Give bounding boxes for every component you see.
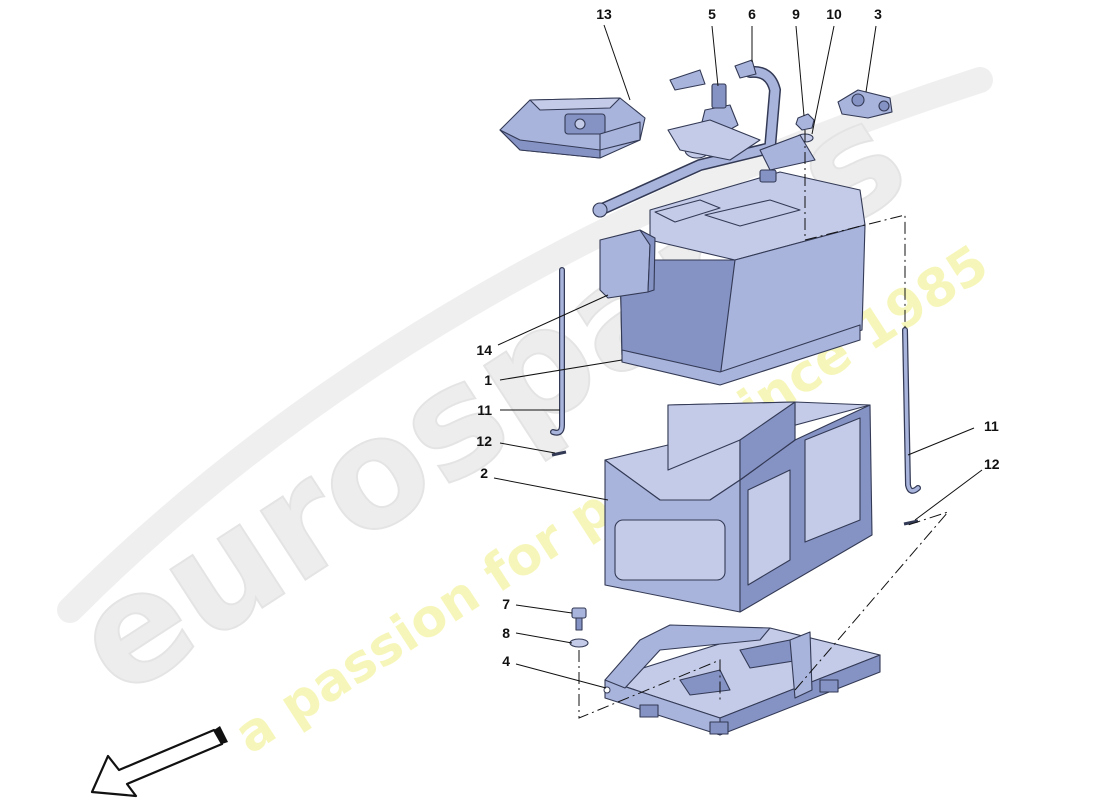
callout-12-right: 12 [984, 456, 1000, 472]
part-11-rod-right [902, 327, 921, 494]
callouts: 13 5 6 9 10 3 14 1 11 12 2 11 12 7 8 4 [476, 6, 999, 669]
callout-2: 2 [480, 465, 488, 481]
part-13-control-module [499, 97, 646, 159]
leader-lines [493, 24, 983, 689]
callout-7: 7 [502, 596, 510, 612]
part-bracket [759, 134, 816, 171]
callout-13: 13 [596, 6, 612, 22]
part-9-nut [795, 113, 815, 131]
callout-4: 4 [502, 653, 510, 669]
callout-12-left: 12 [476, 433, 492, 449]
part-14-sensor-box [599, 229, 656, 299]
callout-10: 10 [826, 6, 842, 22]
callout-9: 9 [792, 6, 800, 22]
callout-11-right: 11 [984, 418, 999, 434]
part-8-washer [569, 638, 589, 648]
part-12-pin-left [551, 450, 567, 457]
part-4-tray [603, 624, 881, 736]
callout-14: 14 [476, 342, 492, 358]
part-3-terminal-clamp [837, 89, 893, 119]
assembly-lines [578, 130, 950, 719]
part-2-battery-box [604, 401, 873, 613]
callout-3: 3 [874, 6, 882, 22]
callout-8: 8 [502, 625, 510, 641]
front-direction-arrow-icon [90, 726, 228, 798]
callout-1: 1 [484, 372, 492, 388]
callout-5: 5 [708, 6, 716, 22]
part-12-pin-right [903, 519, 919, 526]
part-7-bolt [571, 607, 587, 631]
part-5-terminal [667, 83, 761, 161]
callout-6: 6 [748, 6, 756, 22]
callout-11-left: 11 [477, 402, 492, 418]
part-11-rod-left [550, 267, 565, 436]
